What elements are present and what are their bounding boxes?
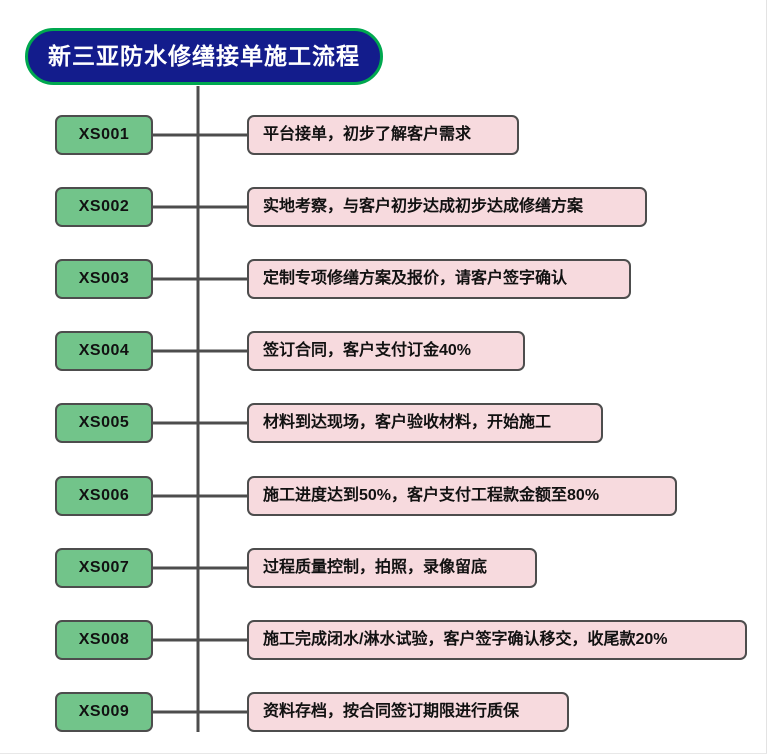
step-code-box-5[interactable]: XS005 — [55, 403, 153, 443]
step-desc-box-7[interactable]: 过程质量控制，拍照，录像留底 — [247, 548, 537, 588]
flow-row: XS007 过程质量控制，拍照，录像留底 — [0, 548, 767, 588]
flow-row: XS009 资料存档，按合同签订期限进行质保 — [0, 692, 767, 732]
flow-row: XS004 签订合同，客户支付订金40% — [0, 331, 767, 371]
flow-row: XS002 实地考察，与客户初步达成初步达成修缮方案 — [0, 187, 767, 227]
step-desc-label: 资料存档，按合同签订期限进行质保 — [263, 703, 520, 720]
flow-row: XS003 定制专项修缮方案及报价，请客户签字确认 — [0, 259, 767, 299]
step-code-box-1[interactable]: XS001 — [55, 115, 153, 155]
flow-row: XS008 施工完成闭水/淋水试验，客户签字确认移交，收尾款20% — [0, 620, 767, 660]
step-code-box-4[interactable]: XS004 — [55, 331, 153, 371]
step-desc-box-9[interactable]: 资料存档，按合同签订期限进行质保 — [247, 692, 569, 732]
step-desc-label: 签订合同，客户支付订金40% — [263, 342, 472, 359]
step-desc-box-2[interactable]: 实地考察，与客户初步达成初步达成修缮方案 — [247, 187, 647, 227]
flowchart-title-box: 新三亚防水修缮接单施工流程 — [25, 28, 383, 85]
step-code-label: XS001 — [78, 126, 130, 143]
step-code-label: XS008 — [78, 631, 130, 648]
step-desc-box-1[interactable]: 平台接单，初步了解客户需求 — [247, 115, 519, 155]
step-desc-box-5[interactable]: 材料到达现场，客户验收材料，开始施工 — [247, 403, 603, 443]
step-code-label: XS005 — [78, 414, 130, 431]
step-desc-box-4[interactable]: 签订合同，客户支付订金40% — [247, 331, 525, 371]
flow-row: XS005 材料到达现场，客户验收材料，开始施工 — [0, 403, 767, 443]
step-code-label: XS009 — [78, 703, 130, 720]
flow-row: XS001 平台接单，初步了解客户需求 — [0, 115, 767, 155]
step-desc-label: 过程质量控制，拍照，录像留底 — [263, 559, 488, 576]
step-code-box-9[interactable]: XS009 — [55, 692, 153, 732]
step-code-label: XS004 — [78, 342, 130, 359]
flowchart-title-text: 新三亚防水修缮接单施工流程 — [48, 43, 360, 69]
flow-row: XS006 施工进度达到50%，客户支付工程款金额至80% — [0, 476, 767, 516]
step-code-label: XS002 — [78, 198, 130, 215]
step-desc-label: 实地考察，与客户初步达成初步达成修缮方案 — [263, 198, 584, 215]
step-code-label: XS007 — [78, 559, 130, 576]
step-desc-label: 定制专项修缮方案及报价，请客户签字确认 — [263, 270, 568, 287]
step-desc-box-8[interactable]: 施工完成闭水/淋水试验，客户签字确认移交，收尾款20% — [247, 620, 747, 660]
step-desc-label: 施工完成闭水/淋水试验，客户签字确认移交，收尾款20% — [263, 631, 668, 648]
step-code-box-3[interactable]: XS003 — [55, 259, 153, 299]
step-code-label: XS006 — [78, 487, 130, 504]
step-code-box-2[interactable]: XS002 — [55, 187, 153, 227]
step-code-label: XS003 — [78, 270, 130, 287]
step-code-box-7[interactable]: XS007 — [55, 548, 153, 588]
step-desc-label: 平台接单，初步了解客户需求 — [263, 126, 472, 143]
step-code-box-6[interactable]: XS006 — [55, 476, 153, 516]
step-desc-box-6[interactable]: 施工进度达到50%，客户支付工程款金额至80% — [247, 476, 677, 516]
step-desc-label: 材料到达现场，客户验收材料，开始施工 — [263, 414, 552, 431]
step-desc-box-3[interactable]: 定制专项修缮方案及报价，请客户签字确认 — [247, 259, 631, 299]
step-code-box-8[interactable]: XS008 — [55, 620, 153, 660]
step-desc-label: 施工进度达到50%，客户支付工程款金额至80% — [263, 487, 600, 504]
